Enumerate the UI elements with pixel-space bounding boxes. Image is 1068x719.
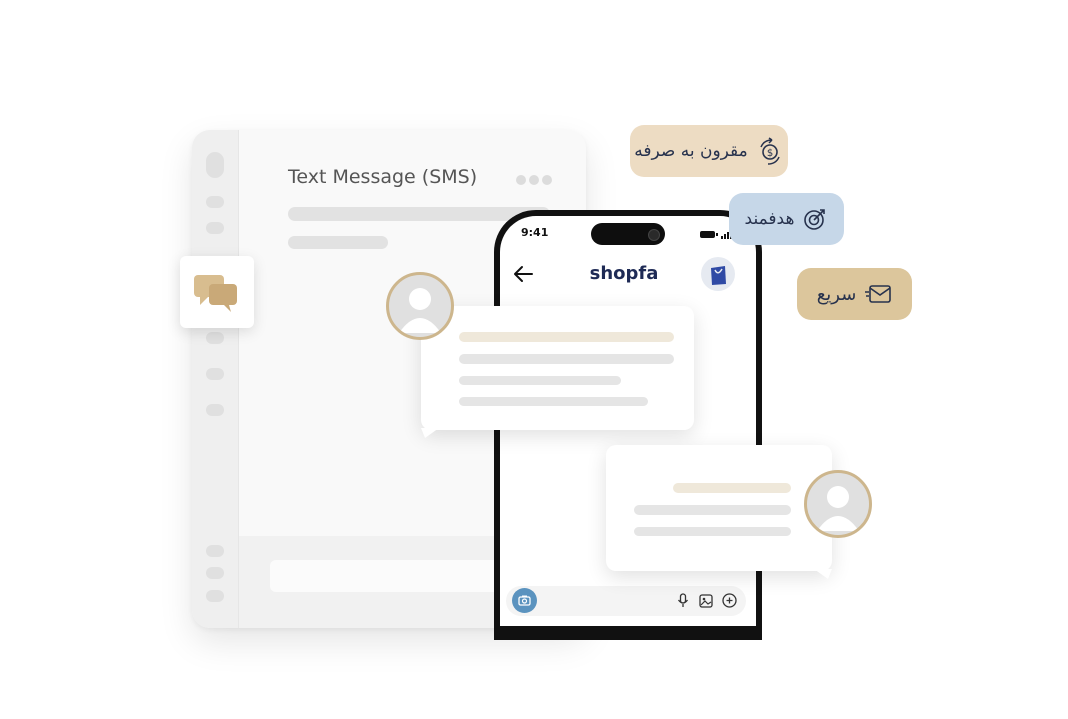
rail-dot[interactable] — [206, 332, 224, 344]
badge-label: سریع — [816, 283, 857, 305]
message-placeholder-line — [634, 527, 791, 536]
window-sidebar-rail — [192, 130, 239, 628]
status-time: 9:41 — [521, 226, 549, 239]
shopping-bag-icon — [711, 266, 726, 285]
rail-dot[interactable] — [206, 368, 224, 380]
rail-dot[interactable] — [206, 196, 224, 208]
fast-message-icon — [865, 285, 892, 303]
svg-text:$: $ — [767, 148, 773, 159]
message-input-field[interactable] — [270, 560, 530, 592]
text-placeholder-line — [288, 236, 388, 249]
microphone-icon[interactable] — [677, 593, 689, 609]
chat-feature-card — [180, 256, 254, 328]
chat-bubbles-icon — [194, 275, 237, 312]
rail-dot[interactable] — [206, 567, 224, 579]
money-exchange-icon: $ — [760, 137, 780, 165]
user-avatar-icon — [399, 288, 441, 333]
rail-dot[interactable] — [206, 545, 224, 557]
rail-dot[interactable] — [206, 222, 224, 234]
badge-fast: سریع — [797, 268, 912, 320]
app-title: shopfa — [589, 263, 659, 284]
badge-label: هدفمند — [744, 209, 795, 229]
rail-indicator[interactable] — [206, 152, 224, 178]
rail-dot[interactable] — [206, 590, 224, 602]
bubble-tail — [814, 569, 832, 579]
message-placeholder-line — [673, 483, 791, 493]
chat-bubble-incoming — [421, 306, 694, 430]
message-placeholder-line — [459, 376, 621, 385]
user-avatar-icon — [817, 486, 859, 531]
window-title: Text Message (SMS) — [288, 166, 478, 188]
message-placeholder-line — [459, 397, 648, 406]
rail-dot[interactable] — [206, 404, 224, 416]
phone-message-composer[interactable] — [506, 586, 746, 616]
shop-logo[interactable] — [701, 257, 735, 291]
badge-targeted: هدفمند — [729, 193, 844, 245]
message-placeholder-line — [459, 332, 674, 342]
more-options-icon[interactable] — [516, 175, 552, 185]
badge-label: مقرون به صرفه — [634, 141, 748, 161]
chat-bubble-outgoing — [606, 445, 832, 571]
avatar — [804, 470, 872, 538]
message-placeholder-line — [459, 354, 674, 364]
target-icon — [804, 209, 826, 230]
camera-button[interactable] — [512, 588, 537, 613]
image-icon[interactable] — [699, 594, 713, 608]
battery-signal-icon — [700, 230, 732, 239]
back-arrow-icon[interactable] — [512, 264, 534, 284]
avatar — [386, 272, 454, 340]
badge-cost-effective: $ مقرون به صرفه — [630, 125, 788, 177]
text-placeholder-line — [288, 207, 550, 221]
camera-icon — [518, 595, 531, 606]
message-placeholder-line — [634, 505, 791, 515]
front-camera-icon — [648, 229, 660, 241]
plus-circle-icon[interactable] — [722, 593, 737, 608]
bubble-tail — [421, 428, 439, 438]
dynamic-island — [591, 223, 665, 245]
